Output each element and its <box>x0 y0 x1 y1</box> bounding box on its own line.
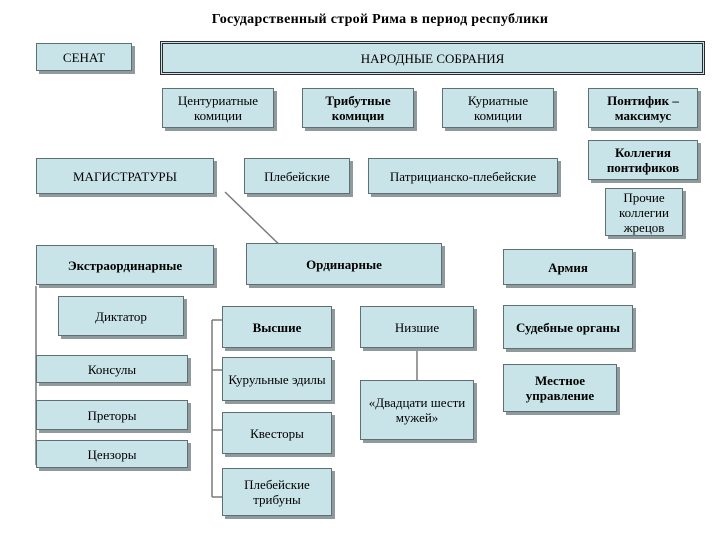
plebeian-label: Плебейские <box>264 168 330 184</box>
quaestors-box: Квесторы <box>222 412 332 454</box>
twenty-six-label: «Двадцати шести мужей» <box>368 395 466 425</box>
magistracies-label: МАГИСТРАТУРЫ <box>73 168 177 184</box>
twenty-six-box: «Двадцати шести мужей» <box>360 380 474 440</box>
local-gov-box: Местное управление <box>503 364 617 412</box>
plebeian-tribunes-box: Плебейские трибуны <box>222 468 332 516</box>
diagram-title: Государственный строй Рима в период респ… <box>211 12 549 27</box>
courts-box: Судебные органы <box>503 305 633 349</box>
local-gov-label: Местное управление <box>525 373 595 403</box>
assemblies-box: НАРОДНЫЕ СОБРАНИЯ <box>160 41 705 75</box>
senate-box: СЕНАТ <box>36 43 132 71</box>
praetors-label: Преторы <box>87 407 137 423</box>
higher-box: Высшие <box>222 306 332 348</box>
assemblies-label: НАРОДНЫЕ СОБРАНИЯ <box>360 50 505 66</box>
plebeian-tribunes-label: Плебейские трибуны <box>244 477 310 507</box>
magistracies-box: МАГИСТРАТУРЫ <box>36 158 214 194</box>
pontifex-label: Понтифик – максимус <box>607 93 679 123</box>
curule-aediles-label: Курульные эдилы <box>228 371 326 387</box>
pontiff-college-box: Коллегия понтификов <box>588 140 698 180</box>
tribal-label: Трибутные комиции <box>325 93 391 123</box>
quaestors-label: Квесторы <box>250 425 304 441</box>
praetors-box: Преторы <box>36 400 188 430</box>
courts-label: Судебные органы <box>515 319 621 335</box>
higher-label: Высшие <box>252 319 302 335</box>
pontiff-college-label: Коллегия понтификов <box>606 145 680 175</box>
pontifex-box: Понтифик – максимус <box>588 88 698 128</box>
other-colleges-box: Прочие коллегии жрецов <box>605 188 683 236</box>
senate-label: СЕНАТ <box>62 49 106 65</box>
censors-box: Цензоры <box>36 440 188 468</box>
dictator-box: Диктатор <box>58 296 184 336</box>
curiate-box: Куриатные комиции <box>442 88 554 128</box>
other-colleges-label: Прочие коллегии жрецов <box>619 189 669 235</box>
consuls-box: Консулы <box>36 355 188 383</box>
patrician-plebeian-box: Патрицианско-плебейские <box>368 158 558 194</box>
tribal-box: Трибутные комиции <box>302 88 414 128</box>
ordinary-label: Ординарные <box>306 256 382 272</box>
army-label: Армия <box>548 259 588 275</box>
curiate-label: Куриатные комиции <box>467 93 529 123</box>
censors-label: Цензоры <box>87 446 137 462</box>
army-box: Армия <box>503 249 633 285</box>
plebeian-box: Плебейские <box>244 158 350 194</box>
extraordinary-box: Экстраординарные <box>36 245 214 285</box>
patrician-plebeian-label: Патрицианско-плебейские <box>389 168 537 184</box>
dictator-label: Диктатор <box>95 308 147 324</box>
extraordinary-label: Экстраординарные <box>67 257 183 273</box>
centuriate-label: Центуриатные комиции <box>177 93 259 123</box>
curule-aediles-box: Курульные эдилы <box>222 357 332 401</box>
consuls-label: Консулы <box>87 361 137 377</box>
lower-box: Низшие <box>360 306 474 348</box>
centuriate-box: Центуриатные комиции <box>162 88 274 128</box>
ordinary-box: Ординарные <box>246 243 442 285</box>
lower-label: Низшие <box>394 319 440 335</box>
